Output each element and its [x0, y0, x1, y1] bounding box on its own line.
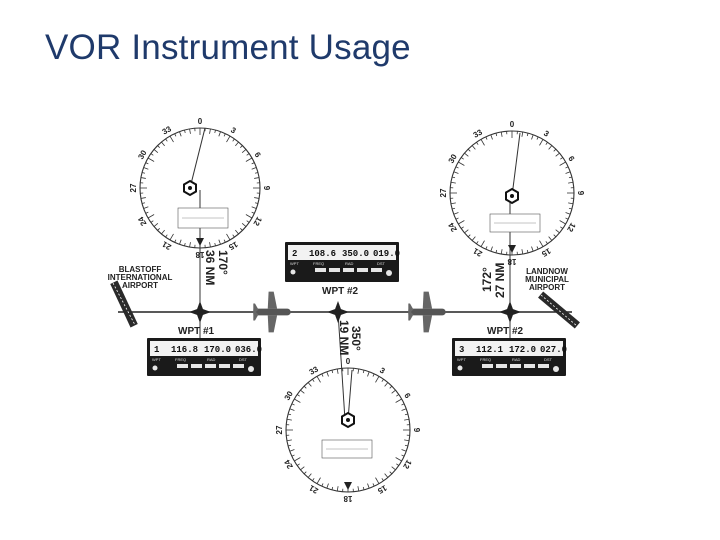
airport-right-line2: MUNICIPAL — [525, 275, 569, 284]
compass-number: 27 — [275, 425, 284, 434]
compass-number: 18 — [507, 257, 516, 266]
panel-key — [496, 364, 507, 368]
panel-key — [538, 364, 549, 368]
panel-top-hdr-rad: RAD — [345, 261, 354, 266]
receiver-panel-right: 3 112.1 172.0 027.0 WPT FREQ RAD DST — [452, 338, 567, 376]
panel-left-dst: 036.0 — [235, 345, 262, 355]
compass-number: 18 — [343, 494, 352, 503]
panel-top-wpt: 2 — [292, 249, 297, 259]
compass-number: 6 — [253, 151, 263, 160]
receiver-panel-left: 1 116.8 170.0 036.0 WPT FREQ RAD DST — [147, 338, 262, 376]
vor-station-icon — [183, 180, 197, 196]
radial-bearing-right: 172° — [480, 267, 494, 292]
waypoint-marker-left — [189, 301, 211, 323]
panel-right-rad: 172.0 — [509, 345, 536, 355]
panel-right-freq: 112.1 — [476, 345, 504, 355]
radial-distance-bottom: 19 NM — [337, 320, 351, 355]
panel-key — [177, 364, 188, 368]
panel-top-rad: 350.0 — [342, 249, 369, 259]
radial-bearing-bottom: 350° — [349, 326, 363, 351]
compass-number: 27 — [129, 183, 138, 192]
airport-left-line2: INTERNATIONAL — [108, 273, 173, 282]
panel-right-dst: 027.0 — [540, 345, 567, 355]
panel-left-hdr-dst: DST — [239, 357, 248, 362]
vor-station-icon — [505, 188, 519, 204]
waypoint-label-wpt2-top: WPT #2 — [322, 286, 359, 297]
airplane-icon — [408, 291, 446, 333]
airport-right-line1: LANDNOW — [526, 267, 568, 276]
compass-number: 3 — [542, 129, 551, 139]
radial-line-bottom — [337, 311, 346, 421]
panel-top-hdr-freq: FREQ — [313, 261, 324, 266]
panel-right-hdr-wpt: WPT — [457, 357, 466, 362]
receiver-panel-top: 2 108.6 350.0 019.0 WPT FREQ RAD DST — [285, 242, 400, 282]
waypoint-marker-right — [499, 301, 521, 323]
panel-top-dst: 019.0 — [373, 249, 400, 259]
panel-left-rad: 170.0 — [204, 345, 231, 355]
panel-key — [524, 364, 535, 368]
panel-right-hdr-rad: RAD — [512, 357, 521, 362]
compass-number: 6 — [402, 392, 412, 401]
compass-number: 9 — [576, 191, 585, 196]
panel-left-wpt: 1 — [154, 345, 160, 355]
panel-top-hdr-wpt: WPT — [290, 261, 299, 266]
airport-left-line1: BLASTOFF — [119, 265, 162, 274]
radial-bearing-left: 170° — [216, 250, 230, 275]
waypoint-label-wpt1: WPT #1 — [178, 326, 215, 337]
airport-right-line3: AIRPORT — [529, 283, 565, 292]
page-title: VOR Instrument Usage — [45, 28, 411, 67]
panel-key — [219, 364, 230, 368]
compass-number: 0 — [346, 357, 351, 366]
waypoint-marker-top — [327, 301, 349, 323]
airport-left-line3: AIRPORT — [122, 281, 158, 290]
radial-distance-left: 36 NM — [203, 250, 217, 285]
panel-left-hdr-wpt: WPT — [152, 357, 161, 362]
compass-number: 3 — [229, 125, 238, 135]
compass-number: 6 — [566, 155, 576, 164]
compass-number: 18 — [195, 250, 204, 259]
vor-station-icon — [341, 412, 355, 428]
panel-key — [371, 268, 382, 272]
airplane-icon — [253, 291, 291, 333]
waypoint-label-wpt2-right: WPT #2 — [487, 326, 524, 337]
panel-key — [510, 364, 521, 368]
panel-key — [315, 268, 326, 272]
runway-right — [538, 291, 580, 329]
compass-number: 27 — [439, 188, 448, 197]
compass-number: 9 — [262, 186, 271, 191]
panel-top-hdr-dst: DST — [377, 261, 386, 266]
panel-left-hdr-rad: RAD — [207, 357, 216, 362]
panel-key — [343, 268, 354, 272]
panel-key — [329, 268, 340, 272]
panel-right-hdr-freq: FREQ — [480, 357, 491, 362]
panel-left-hdr-freq: FREQ — [175, 357, 186, 362]
runway-left — [110, 280, 138, 328]
compass-number: 0 — [198, 117, 203, 126]
compass-number: 9 — [412, 428, 421, 433]
panel-right-wpt: 3 — [459, 345, 464, 355]
panel-left-freq: 116.8 — [171, 345, 198, 355]
compass-number: 0 — [510, 120, 515, 129]
radial-distance-right: 27 NM — [493, 263, 507, 298]
panel-key — [205, 364, 216, 368]
panel-key — [357, 268, 368, 272]
panel-key — [233, 364, 244, 368]
compass-number: 3 — [378, 366, 387, 376]
panel-right-hdr-dst: DST — [544, 357, 553, 362]
panel-key — [191, 364, 202, 368]
panel-key — [482, 364, 493, 368]
panel-top-freq: 108.6 — [309, 249, 336, 259]
